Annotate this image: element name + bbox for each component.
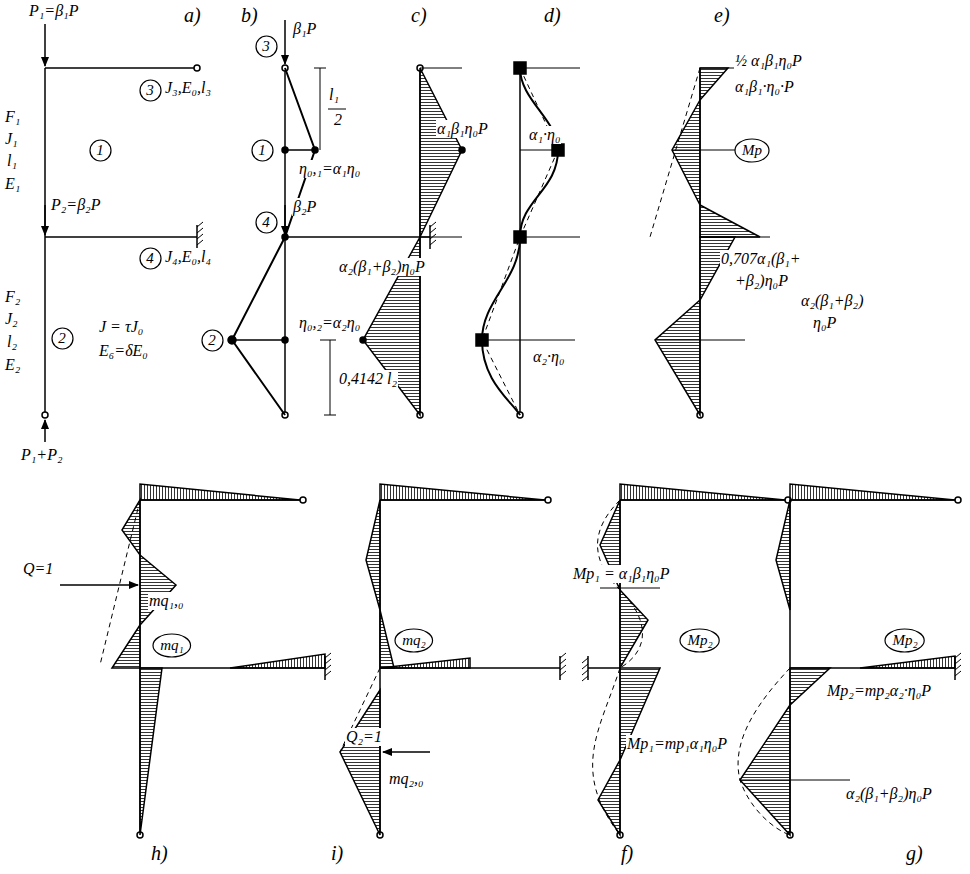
formula-label: α₁β₁η₀P — [436, 120, 489, 138]
panel-letter: a) — [183, 4, 202, 26]
formula-label: J₂ — [4, 310, 19, 328]
diagram-name-ellipse: mq₁ — [152, 633, 192, 658]
panel-letter: c) — [410, 4, 428, 26]
formula-label: ½ α₁β₁η₀P — [734, 52, 803, 70]
node-text: mq₂ — [394, 632, 434, 649]
formula-label: η₀,₂=α₂η₀ — [298, 314, 361, 332]
formula-label: α₂(β₁+β₂) — [800, 292, 864, 310]
formula-label: F₁ — [4, 108, 21, 126]
panel-letter: g) — [905, 842, 924, 864]
formula-label: 2 — [333, 111, 343, 129]
formula-label: 0,707α₁(β₁+ — [720, 250, 802, 268]
formula-label: α₁β₁·η₀·P — [734, 78, 795, 96]
member-number-circle: 1 — [251, 139, 274, 162]
formula-label: P₁+P₂ — [20, 446, 63, 464]
diagram-name-ellipse: Mp₂ — [884, 628, 925, 653]
node-text: 2 — [201, 332, 224, 349]
formula-label: J₄,E₀,l₄ — [164, 248, 212, 266]
node-text: 4 — [255, 214, 278, 231]
node-text: Mp₂ — [679, 632, 720, 649]
formula-label: E₂ — [4, 356, 21, 374]
formula-label: α₂(β₁+β₂)η₀P — [845, 785, 933, 803]
formula-label: F₂ — [4, 288, 21, 306]
formula-label: α₁·η₀ — [528, 126, 561, 144]
member-number-circle: 1 — [89, 139, 112, 162]
member-number-circle: 4 — [255, 211, 278, 234]
node-text: 1 — [251, 142, 274, 159]
node-text: 4 — [139, 250, 162, 267]
formula-label: β₁P — [292, 20, 317, 38]
formula-label: mq₂,₀ — [388, 770, 425, 788]
formula-label: J₁ — [4, 130, 19, 148]
formula-label: α₂(β₁+β₂)η₀P — [338, 258, 426, 276]
member-number-circle: 2 — [201, 329, 224, 352]
panel-letter: h) — [150, 842, 169, 864]
member-number-circle: 4 — [139, 247, 162, 270]
formula-label: +β₂)η₀P — [734, 272, 789, 290]
panel-letter: f) — [620, 842, 634, 864]
member-number-circle: 3 — [139, 79, 162, 102]
node-text: mq₁ — [152, 637, 192, 654]
node-text: 2 — [51, 330, 74, 347]
formula-label: P₁=β₁P — [28, 2, 79, 20]
panel-letter: d) — [543, 4, 562, 26]
diagram-name-ellipse: Mp₂ — [679, 628, 720, 653]
node-text: Mp₂ — [884, 632, 925, 649]
formula-label: mq₁,₀ — [148, 592, 185, 610]
formula-label: Q₂=1 — [345, 728, 383, 746]
formula-label: l₁ — [328, 86, 340, 104]
formula-label: l₁ — [6, 152, 18, 170]
member-number-circle: 2 — [51, 327, 74, 350]
formula-label: Mp₁=mp₁α₁η₀P — [626, 735, 728, 753]
panel-letter: b) — [240, 4, 259, 26]
formula-label: E₁ — [4, 175, 21, 193]
node-text: Mp — [734, 142, 770, 159]
node-text: 3 — [139, 82, 162, 99]
formula-label: E₆=δE₀ — [98, 342, 149, 360]
panel-letter: i) — [330, 842, 344, 864]
node-text: 3 — [255, 38, 278, 55]
diagram-name-ellipse: Mp — [734, 138, 770, 163]
formula-label: β₂P — [292, 198, 317, 216]
formula-label: Mp₁ = α₁β₁η₀P — [572, 565, 670, 583]
panel-letter: e) — [713, 4, 731, 26]
formula-label: α₂·η₀ — [532, 348, 565, 366]
node-text: 1 — [89, 142, 112, 159]
formula-label: J₃,E₀,l₃ — [164, 79, 212, 97]
formula-label: P₂=β₂P — [50, 196, 101, 214]
member-number-circle: 3 — [255, 35, 278, 58]
formula-label: J = τJ₀ — [98, 318, 144, 336]
formula-label: η₀P — [812, 314, 837, 332]
formula-label: η₀,₁=α₁η₀ — [298, 160, 361, 178]
formula-label: Q=1 — [22, 560, 54, 578]
diagram-name-ellipse: mq₂ — [394, 628, 434, 653]
formula-label: Mp₂=mp₂α₂·η₀P — [826, 682, 932, 700]
formula-label: 0,4142 l₂ — [338, 370, 398, 388]
formula-label: l₂ — [6, 333, 18, 351]
